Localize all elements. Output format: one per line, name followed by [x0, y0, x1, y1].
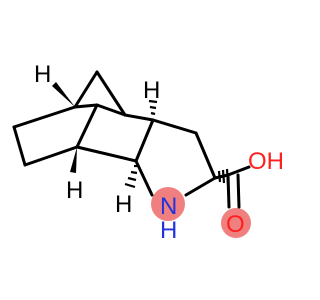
wedge-top-left-h: [52, 82, 75, 107]
bond-c3-bridgehead3: [23, 145, 79, 167]
bond-c2-c3: [12, 125, 27, 167]
bond-bridgehead3-c8: [75, 145, 138, 163]
bond-c2-cooh: [213, 173, 230, 180]
bond-c4-c2: [194, 131, 217, 180]
wedge-bottom-left-h: [70, 147, 77, 173]
hash-top-right-h: [148, 99, 158, 116]
bond-cooh-o-b: [236, 173, 241, 209]
h-top-left-label: H: [34, 61, 51, 88]
nitrogen-highlight: [151, 187, 185, 221]
bond-bridgehead1-bridge: [73, 70, 99, 109]
h-bottom-mid-label: H: [115, 191, 132, 218]
bond-c2-n: [184, 176, 217, 197]
bond-c4a-c4: [151, 118, 198, 135]
carbonyl-oxygen-highlight: [221, 208, 251, 238]
bond-cooh-oh: [226, 165, 251, 177]
nitrogen-h-label: H: [160, 217, 177, 244]
bond-bridgehead3-bridge-front: [75, 103, 99, 149]
bond-bridge-bridgehead2: [95, 70, 127, 117]
bond-bridgehead1-c9: [73, 103, 99, 109]
hash-carboxyl: [217, 168, 230, 186]
bond-bridgehead2-c4a: [123, 113, 155, 122]
structure-diagram: H H H H N H OH O: [12, 61, 284, 244]
nitrogen-label: N: [160, 193, 177, 220]
h-bottom-left-label: H: [66, 177, 83, 204]
bond-c9-bridgehead2: [95, 103, 127, 117]
carbonyl-oxygen-label: O: [226, 211, 245, 238]
hydroxyl-label: OH: [248, 148, 284, 175]
h-top-right-label: H: [143, 77, 160, 104]
molecule-canvas: H H H H N H OH O: [12, 61, 284, 244]
bond-bridgehead1-c2: [12, 105, 77, 129]
hash-bottom-mid-h: [124, 164, 138, 189]
bond-c4a-c8a: [134, 118, 155, 163]
bond-n-c8a: [134, 159, 154, 197]
